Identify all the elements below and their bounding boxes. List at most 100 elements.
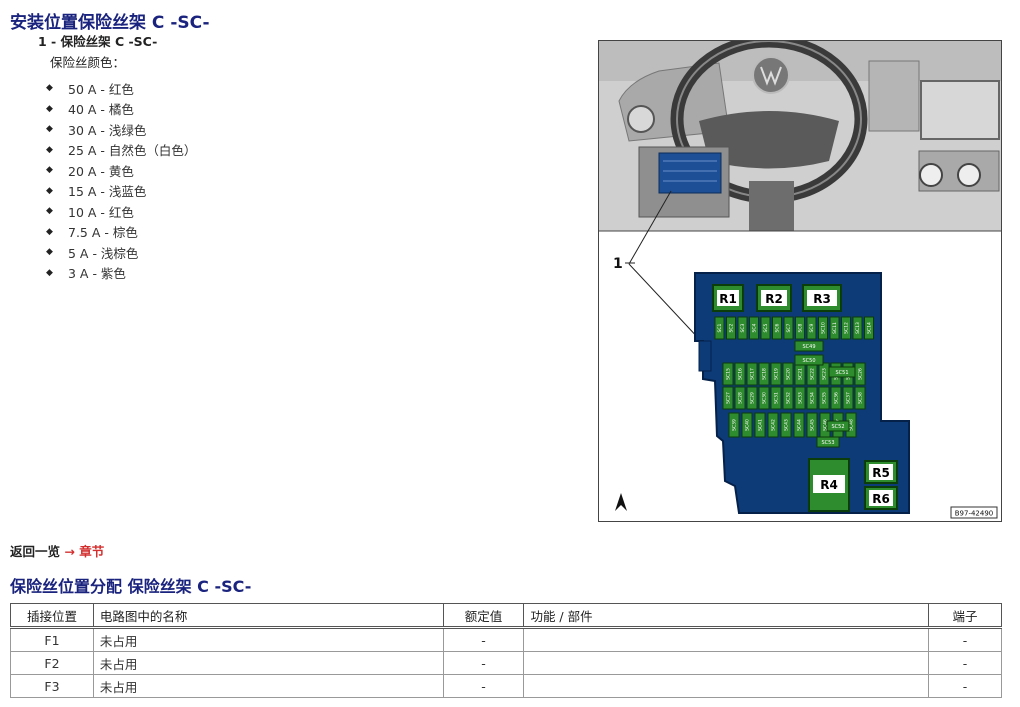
table-cell: -: [442, 674, 525, 698]
fuse-slot: SC26: [854, 362, 866, 386]
bullet-icon: ◆: [46, 247, 53, 258]
fuse-slot: SC19: [770, 362, 782, 386]
fuse-slot: SC32: [782, 386, 794, 410]
image-code-box: [950, 506, 998, 519]
fuse-label: SC13: [855, 322, 861, 334]
table-cell: -: [928, 651, 1002, 675]
fuse-slot: SC7: [783, 316, 794, 340]
fuse-label: SC21: [798, 368, 804, 380]
table-cell: 未占用: [92, 627, 444, 652]
table-cell: F2: [10, 651, 94, 675]
list-item: ◆50 A - 红色: [46, 81, 134, 97]
fuse-label: SC53: [821, 440, 834, 446]
bullet-icon: ◆: [46, 267, 53, 278]
fuse-label: SC4: [752, 323, 758, 332]
column-header: 端子: [928, 603, 1002, 629]
back-navigation: 返回一览 → 章节: [10, 541, 104, 560]
image-code: B97-42490: [955, 510, 994, 518]
bullet-icon: ◆: [46, 226, 53, 237]
table-cell: -: [442, 651, 525, 675]
fuse-label: SC3: [740, 323, 746, 332]
page-title: 安装位置保险丝架 C -SC-: [10, 13, 210, 33]
bullet-icon: ◆: [46, 206, 53, 217]
fuse-slot: SC20: [782, 362, 794, 386]
fuse-slot: SC18: [758, 362, 770, 386]
fuse-label: SC23: [822, 368, 828, 380]
fuse-slot: SC9: [806, 316, 817, 340]
fuse-label: SC2: [729, 323, 735, 332]
fuse-label: SC38: [858, 392, 864, 404]
svg-text:R2: R2: [765, 292, 783, 306]
fuse-label: SC49: [802, 344, 815, 350]
fuse-slot: SC31: [770, 386, 782, 410]
fuse-label: SC5: [763, 323, 769, 332]
fuse-slot: SC27: [722, 386, 734, 410]
svg-text:R3: R3: [813, 292, 831, 306]
fuse-slot: SC43: [780, 412, 792, 438]
infotainment-screen: [920, 80, 1000, 140]
fuse-slot: SC36: [830, 386, 842, 410]
fuse-slot: SC2: [726, 316, 736, 340]
fuse-label: SC27: [726, 392, 732, 404]
fuse-label: SC12: [844, 322, 850, 334]
column-header: 插接位置: [10, 603, 94, 629]
fuse-slot: SC44: [793, 412, 805, 438]
fuse-slot: SC15: [722, 362, 734, 386]
fuse-label: SC14: [867, 322, 873, 334]
fuse-slot: SC5: [760, 316, 771, 340]
relay: R1: [712, 284, 744, 312]
column-header: 电路图中的名称: [92, 603, 444, 629]
fuse-slot: SC4: [749, 316, 759, 340]
fuse-label: SC31: [774, 392, 780, 404]
fuse-label: SC22: [810, 368, 816, 380]
fuse-label: SC39: [732, 419, 738, 431]
fuse-label: SC17: [750, 368, 756, 380]
fuse-slot: SC3: [737, 316, 748, 340]
fuse-label: SC11: [832, 322, 838, 334]
table-cell: [523, 627, 929, 652]
arrow-right-icon: →: [64, 544, 75, 559]
orientation-arrow-icon: [615, 493, 627, 511]
table-cell: -: [928, 674, 1002, 698]
fuse-assignment-table: 插接位置 电路图中的名称 额定值 功能 / 部件 端子 F1 未占用 - - F…: [10, 603, 1002, 698]
fuse-slot: SC52: [826, 420, 850, 432]
chapter-link[interactable]: 章节: [79, 544, 105, 559]
list-item: ◆15 A - 浅蓝色: [46, 184, 147, 200]
fuse-slot: SC6: [772, 316, 782, 340]
bullet-icon: ◆: [46, 103, 53, 114]
bullet-icon: ◆: [46, 124, 53, 135]
fuse-slot: SC22: [806, 362, 818, 386]
list-item: ◆40 A - 橘色: [46, 102, 134, 118]
fuse-slot: SC49: [794, 340, 824, 352]
fuse-label: SC36: [834, 392, 840, 404]
fuse-label: SC32: [786, 392, 792, 404]
fuse-slot: SC10: [818, 316, 828, 340]
light-switch-icon: [627, 105, 655, 133]
fuse-slot: SC38: [854, 386, 866, 410]
steering-spokes: [699, 111, 839, 169]
air-vent: [868, 60, 920, 132]
table-cell: -: [442, 627, 525, 652]
fuse-slot: SC29: [746, 386, 758, 410]
table-cell: 未占用: [92, 651, 444, 675]
relay: R4: [808, 458, 850, 512]
fuse-slot: SC14: [864, 316, 874, 340]
fuse-label: SC41: [758, 419, 764, 431]
fuse-label: SC28: [738, 392, 744, 404]
table-row: F1 未占用 - -: [10, 627, 1002, 652]
fuse-slot: SC34: [806, 386, 818, 410]
fuse-slot: SC39: [728, 412, 740, 438]
fuse-slot: SC21: [794, 362, 806, 386]
fuse-slot: SC28: [734, 386, 746, 410]
fuse-slot: SC11: [829, 316, 840, 340]
relay: R5: [864, 460, 898, 484]
fuse-label: SC33: [798, 392, 804, 404]
relay: R3: [802, 284, 842, 312]
fuse-label: SC30: [762, 392, 768, 404]
fuse-slot: SC17: [746, 362, 758, 386]
callout-line: [628, 190, 672, 265]
table-header-row: 插接位置 电路图中的名称 额定值 功能 / 部件 端子: [10, 603, 1002, 629]
fuse-slot: SC37: [842, 386, 854, 410]
table-cell: F1: [10, 627, 94, 652]
